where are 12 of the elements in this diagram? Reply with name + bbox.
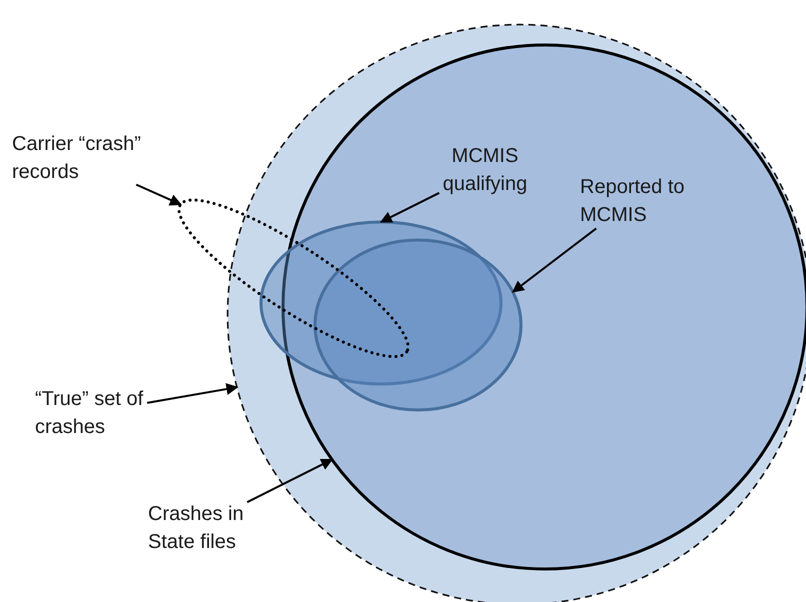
leader-arrow <box>146 383 238 404</box>
leader-arrow <box>512 228 597 293</box>
leader-arrow <box>136 184 182 206</box>
reported-ellipse <box>314 238 522 412</box>
carrier-records-ellipse <box>178 198 410 358</box>
callout-label: MCMIS qualifying <box>442 145 528 195</box>
callout-label: Crashes in State files <box>148 503 244 553</box>
leader-arrow <box>246 458 334 504</box>
leader-arrow <box>380 192 440 223</box>
callout-label: Carrier “crash” records <box>12 133 141 183</box>
callout-label: “True” set of crashes <box>35 388 144 438</box>
callout-label: Reported to MCMIS <box>580 176 685 226</box>
